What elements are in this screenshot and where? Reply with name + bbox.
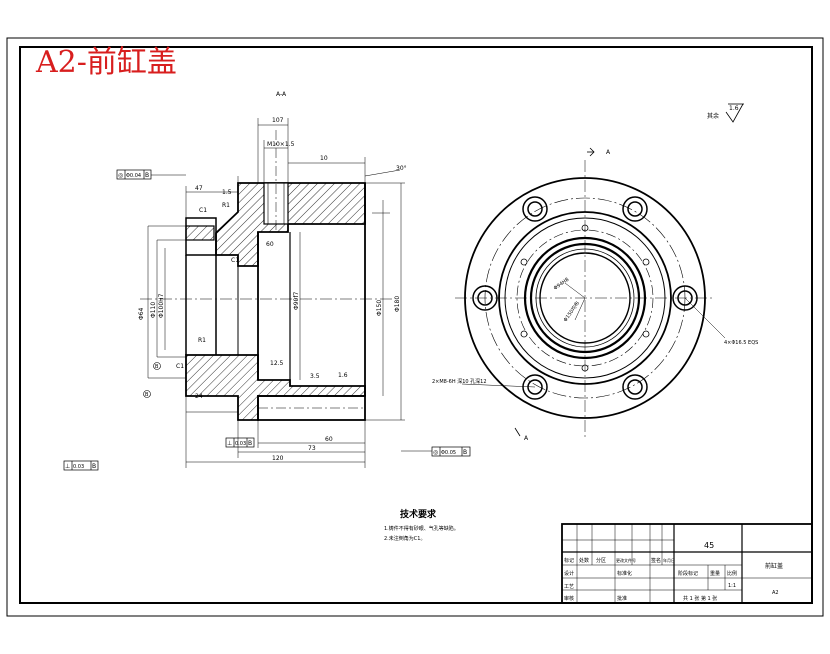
svg-text:Φ0.05: Φ0.05	[441, 450, 456, 456]
drawing-number: A2	[772, 590, 779, 596]
dim-phi64: Φ64	[138, 307, 145, 320]
svg-text:设计: 设计	[564, 570, 574, 577]
upper-thread-hole	[185, 225, 215, 241]
dim-120: 120	[272, 455, 284, 462]
dim-47: 47	[195, 185, 203, 192]
plan-view	[455, 160, 726, 440]
svg-text:◎: ◎	[118, 172, 123, 179]
dim-r1-b: R1	[198, 337, 206, 344]
dim-c1-c: C1	[176, 363, 184, 370]
sheet-count: 共 1 张 第 1 张	[683, 595, 717, 602]
svg-text:批准: 批准	[617, 595, 627, 602]
svg-text:签名: 签名	[651, 557, 661, 564]
svg-text:1.6: 1.6	[729, 105, 739, 112]
tech-req-line-1: 1.铸件不得有砂眼、气孔等缺陷。	[384, 525, 459, 532]
dim-10: 10	[320, 155, 328, 162]
svg-text:标准化: 标准化	[617, 570, 632, 577]
dim-c1: C1	[199, 207, 207, 214]
label-pcd: Φ150均布	[562, 300, 581, 323]
svg-text:Φ0.04: Φ0.04	[126, 173, 141, 179]
label-cut-a-bottom: A	[524, 435, 529, 442]
svg-text:0.03: 0.03	[235, 441, 246, 447]
label-hole: 4×Φ16.5 EQS	[724, 340, 758, 346]
svg-text:工艺: 工艺	[564, 584, 574, 590]
dim-phi150: Φ150	[376, 300, 383, 316]
title-block-text: 45 前缸盖 标记 处数 分区 更改文件号 签名 年月日 设计 标准化 审核 工…	[564, 541, 783, 602]
dim-r1: R1	[222, 202, 230, 209]
scale: 1:1	[728, 583, 736, 589]
part-name: 前缸盖	[765, 562, 783, 570]
technical-requirements: 技术要求 1.铸件不得有砂眼、气孔等缺陷。 2.未注倒角为C1。	[384, 508, 459, 542]
dim-24: 24	[195, 393, 203, 400]
tolerance-frame-4: ⊥ 0.03 B	[63, 460, 99, 471]
dim-phi90f7: Φ90f7	[293, 292, 300, 310]
plan-view-labels: Φ94H8 Φ150均布 4×Φ16.5 EQS 2×M8-6H 深10 孔深1…	[432, 149, 758, 442]
dim-m10: M10×1.5	[267, 141, 295, 148]
svg-text:B: B	[155, 364, 159, 370]
dim-3-5: 3.5	[310, 373, 320, 380]
dim-c1-b: C1	[231, 257, 239, 264]
svg-text:B: B	[145, 392, 149, 398]
svg-text:年月日: 年月日	[663, 557, 675, 563]
dim-1-5: 1.5	[222, 189, 232, 196]
svg-text:B: B	[463, 449, 467, 456]
dim-107: 107	[272, 117, 284, 124]
svg-text:B: B	[248, 440, 252, 447]
material: 45	[704, 541, 714, 550]
dim-phi180: Φ180	[394, 296, 401, 312]
section-dimension-texts: 107 M10×1.5 10 47 1.5 C1 30° R1 C1 Φ64 Φ…	[138, 117, 407, 462]
svg-text:B: B	[92, 463, 96, 470]
dim-phi110: Φ110	[150, 302, 157, 318]
section-label: A-A	[276, 91, 287, 98]
dim-60: 60	[266, 241, 274, 248]
dim-30deg: 30°	[396, 165, 407, 172]
title-block	[561, 523, 813, 604]
svg-text:其余: 其余	[707, 112, 719, 120]
section-dimension-lines	[147, 118, 405, 468]
roughness-symbol: 其余 1.6	[707, 103, 744, 123]
svg-text:0.03: 0.03	[73, 464, 84, 470]
tolerance-frame-2: ⊥ 0.03 B	[225, 437, 255, 448]
section-cut-arrows	[514, 147, 595, 437]
tapped-holes	[520, 224, 650, 372]
svg-text:◎: ◎	[433, 449, 438, 456]
section-view	[140, 130, 395, 421]
bolt-holes	[472, 196, 698, 400]
svg-text:阶段标记: 阶段标记	[678, 570, 698, 577]
outer-flange-circle	[464, 177, 706, 419]
svg-text:⊥: ⊥	[227, 440, 232, 447]
label-cut-a-top: A	[606, 149, 611, 156]
svg-text:分区: 分区	[596, 557, 606, 564]
svg-text:处数: 处数	[579, 557, 589, 564]
svg-text:重量: 重量	[710, 570, 720, 577]
inner-border	[19, 46, 813, 604]
tech-req-line-2: 2.未注倒角为C1。	[384, 535, 425, 542]
label-thread: 2×M8-6H 深10 孔深12	[432, 378, 487, 385]
tech-req-heading: 技术要求	[400, 508, 437, 520]
outer-border	[6, 37, 824, 617]
tolerance-frame-1: ◎ Φ0.04 B	[116, 169, 186, 180]
svg-text:更改文件号: 更改文件号	[616, 557, 636, 563]
svg-text:⊥: ⊥	[65, 463, 70, 470]
dim-1-6: 1.6	[338, 372, 348, 379]
svg-text:比例: 比例	[727, 570, 737, 577]
dim-12-5: 12.5	[270, 360, 284, 367]
tolerance-frame-3: ◎ Φ0.05 B	[401, 446, 471, 457]
dim-60-b: 60	[325, 436, 333, 443]
drawing-title: A2-前缸盖	[35, 45, 177, 80]
svg-text:标记: 标记	[564, 557, 574, 564]
dim-73: 73	[308, 445, 316, 452]
dim-phi100h7: Φ100H7	[158, 293, 165, 318]
datum-b-markers: B B	[143, 362, 161, 398]
svg-text:B: B	[145, 172, 149, 179]
svg-text:审核: 审核	[564, 595, 574, 602]
label-bore: Φ94H8	[553, 277, 571, 292]
